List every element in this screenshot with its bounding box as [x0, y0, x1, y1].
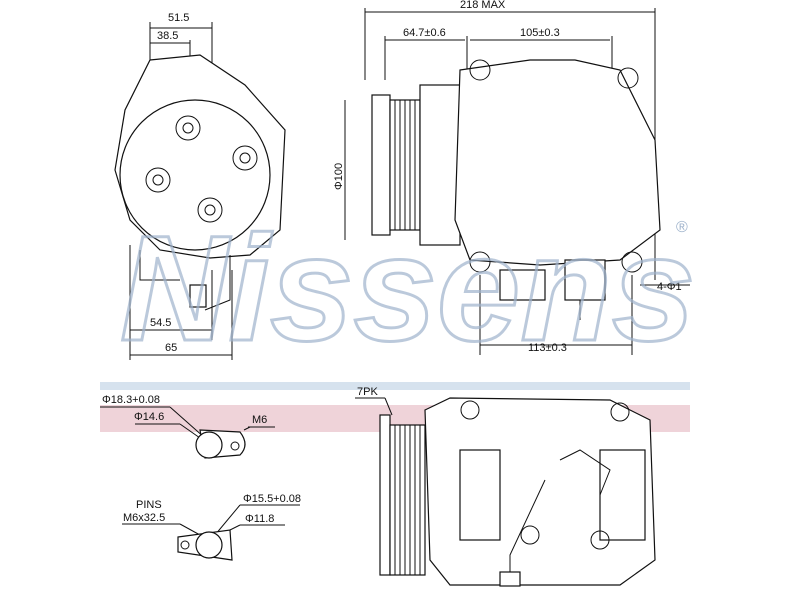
band-blue — [100, 382, 690, 390]
dim-218-max: 218 MAX — [460, 0, 506, 11]
perspective-view: 7PK — [355, 386, 656, 587]
watermark-logo: Nissens — [120, 204, 695, 372]
side-view: 218 MAX 64.7±0.6 105±0.3 Φ100 4-Φ1 113±0… — [333, 0, 690, 355]
dim-38-5: 38.5 — [157, 30, 178, 42]
dim-65: 65 — [165, 342, 177, 354]
dim-upper-inner: Φ14.6 — [134, 411, 164, 423]
dim-upper-outer: Φ18.3+0.08 — [102, 394, 160, 406]
label-pins-size: M6x32.5 — [123, 512, 165, 524]
dim-4-holes: 4-Φ1 — [657, 281, 682, 293]
label-m6: M6 — [252, 414, 267, 426]
dim-54-5: 54.5 — [150, 317, 171, 329]
dim-64-7: 64.7±0.6 — [403, 27, 446, 39]
label-7pk: 7PK — [357, 386, 378, 398]
dim-diameter-100: Φ100 — [333, 163, 345, 190]
dim-113: 113±0.3 — [528, 342, 567, 354]
dim-lower-outer: Φ15.5+0.08 — [243, 493, 301, 505]
dim-105: 105±0.3 — [520, 27, 560, 39]
front-view: 51.5 38.5 54.5 65 — [114, 12, 286, 360]
dim-lower-inner: Φ11.8 — [245, 513, 274, 525]
dim-51-5: 51.5 — [168, 12, 189, 24]
label-pins: PINS — [136, 499, 162, 511]
registered-mark: ® — [676, 219, 688, 236]
port-details: Φ18.3+0.08 Φ14.6 M6 PINS M6x32.5 Φ15.5+0… — [100, 394, 301, 561]
